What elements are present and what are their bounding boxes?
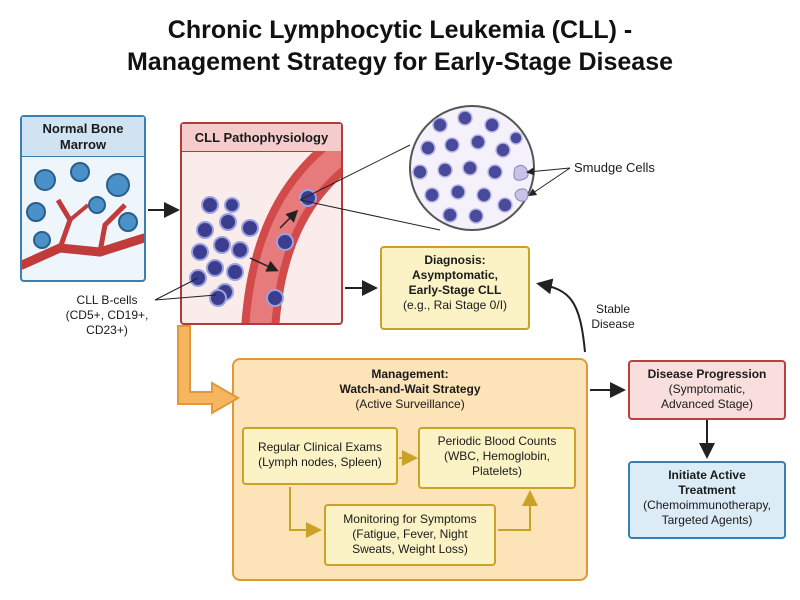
page-title: Chronic Lymphocytic Leukemia (CLL) - Man… <box>0 14 800 78</box>
treatment-text: Initiate Active Treatment (Chemoimmunoth… <box>630 468 784 528</box>
diagnosis-line-1: Diagnosis: <box>424 253 486 267</box>
diagnosis-box <box>380 246 530 330</box>
title-line-1: Chronic Lymphocytic Leukemia (CLL) - <box>167 16 633 44</box>
treatment-line-2: Treatment <box>678 483 736 497</box>
management-line-2: Watch-and-Wait Strategy <box>339 382 481 396</box>
normal-marrow-label-1: Normal Bone <box>42 121 124 136</box>
exams-text: Regular Clinical Exams (Lymph nodes, Spl… <box>244 440 396 470</box>
exams-line-1: Regular Clinical Exams <box>257 440 383 454</box>
blood-counts-box <box>418 427 576 489</box>
normal-marrow-label-2: Marrow <box>59 137 107 152</box>
management-line-3: (Active Surveillance) <box>355 397 465 411</box>
patho-illustration <box>189 151 341 323</box>
pathophysiology-label: CLL Pathophysiology <box>194 130 329 145</box>
progression-line-3: Advanced Stage) <box>660 397 754 411</box>
blood-line-2: (WBC, Hemoglobin, <box>443 449 551 463</box>
progression-line-1: Disease Progression <box>647 367 767 381</box>
diagnosis-text: Diagnosis: Asymptomatic, Early-Stage CLL… <box>382 253 528 313</box>
bcells-label: CLL B-cells (CD5+, CD19+, CD23+) <box>52 293 162 338</box>
bcells-line-3: CD23+) <box>86 323 128 337</box>
treatment-line-3: (Chemoimmunotherapy, <box>643 498 771 512</box>
normal-marrow-panel: Normal Bone Marrow <box>20 115 146 282</box>
exams-line-2: (Lymph nodes, Spleen) <box>258 455 382 469</box>
symptoms-line-1: Monitoring for Symptoms <box>343 512 477 526</box>
treatment-line-4: Targeted Agents) <box>661 513 753 527</box>
diagnosis-line-3: Early-Stage CLL <box>408 283 502 297</box>
blood-line-1: Periodic Blood Counts <box>437 434 557 448</box>
bcells-line-2: (CD5+, CD19+, <box>65 308 149 322</box>
orange-flow-arrow <box>177 325 241 415</box>
symptoms-line-3: Sweats, Weight Loss) <box>352 542 468 556</box>
treatment-box <box>628 461 786 539</box>
symptoms-box <box>324 504 496 566</box>
smudge-cells-label: Smudge Cells <box>574 160 655 175</box>
blood-counts-text: Periodic Blood Counts (WBC, Hemoglobin, … <box>420 434 574 479</box>
stable-line-2: Disease <box>591 317 635 331</box>
blood-line-3: Platelets) <box>471 464 523 478</box>
stable-disease-label: Stable Disease <box>578 302 648 332</box>
title-line-2: Management Strategy for Early-Stage Dise… <box>126 48 674 76</box>
progression-text: Disease Progression (Symptomatic, Advanc… <box>630 367 784 412</box>
exams-box <box>242 427 398 485</box>
progression-box <box>628 360 786 420</box>
progression-line-2: (Symptomatic, <box>668 382 746 396</box>
diagnosis-line-2: Asymptomatic, <box>411 268 499 282</box>
marrow-illustration <box>22 162 144 270</box>
treatment-line-1: Initiate Active <box>668 468 746 482</box>
symptoms-line-2: (Fatigue, Fever, Night <box>352 527 468 541</box>
management-line-1: Management: <box>371 367 449 381</box>
stable-line-1: Stable <box>595 302 631 316</box>
bcells-line-1: CLL B-cells <box>76 293 138 307</box>
symptoms-text: Monitoring for Symptoms (Fatigue, Fever,… <box>326 512 494 557</box>
diagnosis-line-4: (e.g., Rai Stage 0/I) <box>402 298 508 312</box>
management-text: Management: Watch-and-Wait Strategy (Act… <box>260 367 560 412</box>
